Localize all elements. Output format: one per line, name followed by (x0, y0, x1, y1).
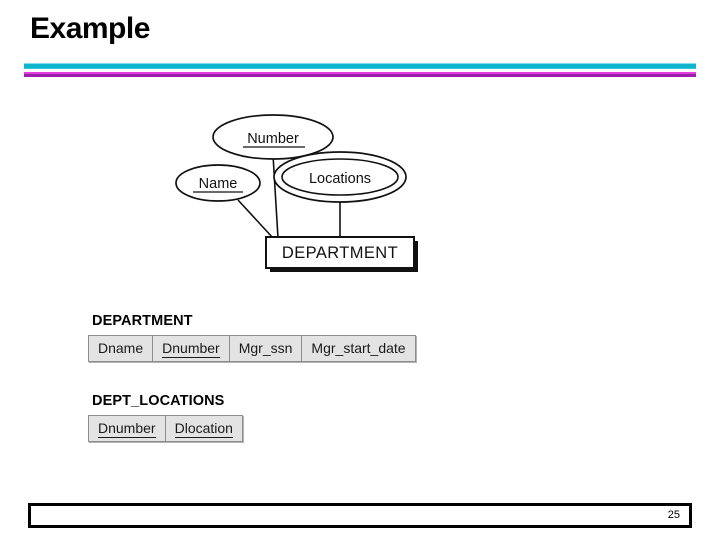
relation-department: DEPARTMENT Dname Dnumber Mgr_ssn Mgr_sta… (87, 313, 416, 362)
attribute-label-number: Number (247, 131, 299, 147)
column-header-loc-dnumber: Dnumber (88, 415, 166, 442)
table-row: Dnumber Dlocation (88, 415, 243, 442)
divider-gap (24, 69, 696, 72)
connector-name-to-department (237, 199, 274, 239)
page-number: 25 (667, 509, 680, 521)
relation-table-dept-locations: Dnumber Dlocation (88, 415, 243, 442)
divider-cyan-light-bar (24, 63, 696, 64)
divider-magenta-bar (24, 72, 696, 74)
relation-table-department: Dname Dnumber Mgr_ssn Mgr_start_date (87, 335, 416, 362)
connector-number-to-department (272, 154, 279, 239)
divider-cyan-edge-bar (24, 68, 696, 69)
column-header-dnumber: Dnumber (152, 335, 230, 362)
attribute-ellipse-locations-inner (281, 158, 399, 196)
table-row: Dname Dnumber Mgr_ssn Mgr_start_date (87, 335, 416, 362)
er-diagram: DEPARTMENT Number Name Locations (160, 105, 440, 280)
relation-name-department: DEPARTMENT (92, 313, 193, 329)
attribute-label-name: Name (199, 176, 238, 192)
relation-name-dept-locations: DEPT_LOCATIONS (92, 393, 225, 409)
divider-purple-bar (24, 74, 696, 77)
attribute-ellipse-number (212, 114, 334, 160)
page-title: Example (30, 12, 150, 45)
column-header-loc-dlocation: Dlocation (164, 415, 243, 442)
column-header-mgr-start-date: Mgr_start_date (301, 335, 416, 362)
department-entity-label: DEPARTMENT (282, 244, 398, 262)
divider-cyan-bar (24, 64, 696, 68)
attribute-label-locations: Locations (309, 171, 371, 187)
department-entity-box (265, 236, 415, 269)
footer-box: 25 (28, 503, 692, 528)
column-header-mgr-ssn: Mgr_ssn (228, 335, 303, 362)
column-header-dname: Dname (87, 335, 154, 362)
title-divider (24, 63, 696, 77)
relation-dept-locations: DEPT_LOCATIONS Dnumber Dlocation (88, 393, 243, 442)
